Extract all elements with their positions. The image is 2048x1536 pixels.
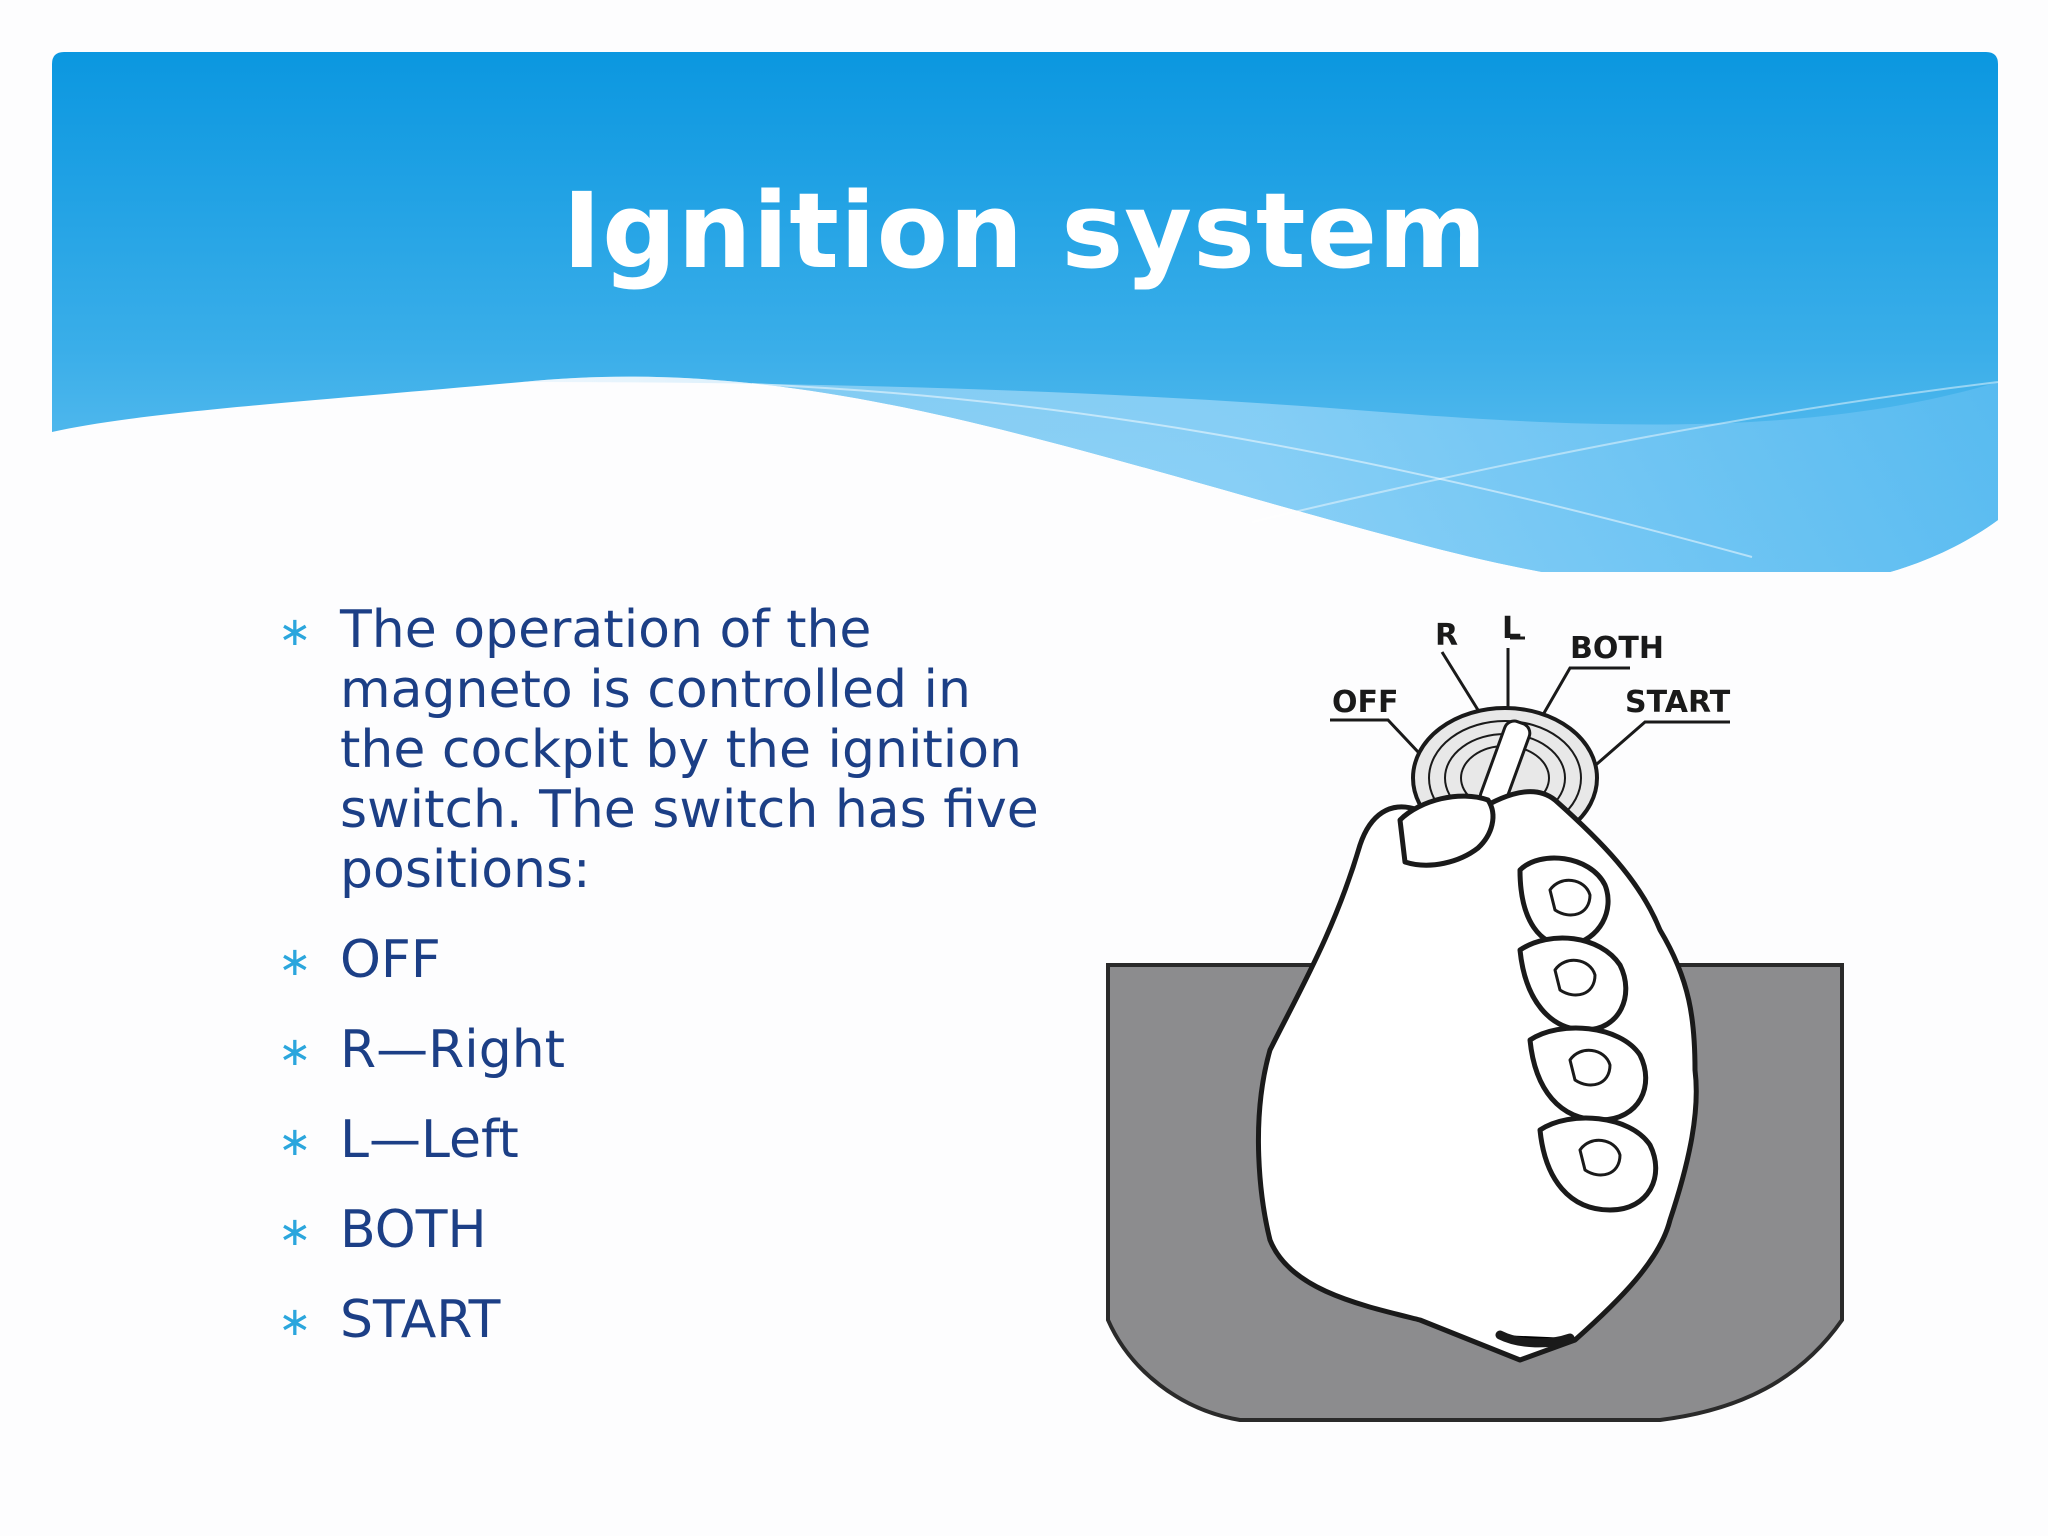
bullet-item: ∗ R—Right [270,1020,1070,1080]
bullet-text: L—Left [340,1110,519,1170]
slide-title: Ignition system [562,170,1488,292]
bullet-item: ∗ The operation of the magneto is control… [270,600,1070,900]
bullet-text: R—Right [340,1020,566,1080]
asterisk-icon: ∗ [278,1299,312,1345]
hand-drawing [1255,789,1699,1363]
asterisk-icon: ∗ [278,939,312,985]
bullet-item: ∗ L—Left [270,1110,1070,1170]
label-start: START [1625,685,1731,720]
bullet-text: OFF [340,930,441,990]
bullet-item: ∗ BOTH [270,1200,1070,1260]
bullet-item: ∗ START [270,1290,1070,1350]
bullet-text: START [340,1290,501,1350]
title-banner [52,52,1998,572]
asterisk-icon: ∗ [278,609,312,655]
label-both: BOTH [1570,631,1664,666]
asterisk-icon: ∗ [278,1029,312,1075]
bullet-list: ∗ The operation of the magneto is control… [270,600,1070,1380]
label-off: OFF [1332,685,1399,720]
wave-banner-graphic [52,52,1998,572]
bullet-text: BOTH [340,1200,487,1260]
asterisk-icon: ∗ [278,1119,312,1165]
label-l: L [1502,611,1521,646]
asterisk-icon: ∗ [278,1209,312,1255]
bullet-item: ∗ OFF [270,930,1070,990]
ignition-switch-illustration: OFF R L BOTH START [1106,611,1844,1422]
bullet-text: The operation of the magneto is controll… [340,600,1039,900]
label-r: R [1435,618,1458,653]
